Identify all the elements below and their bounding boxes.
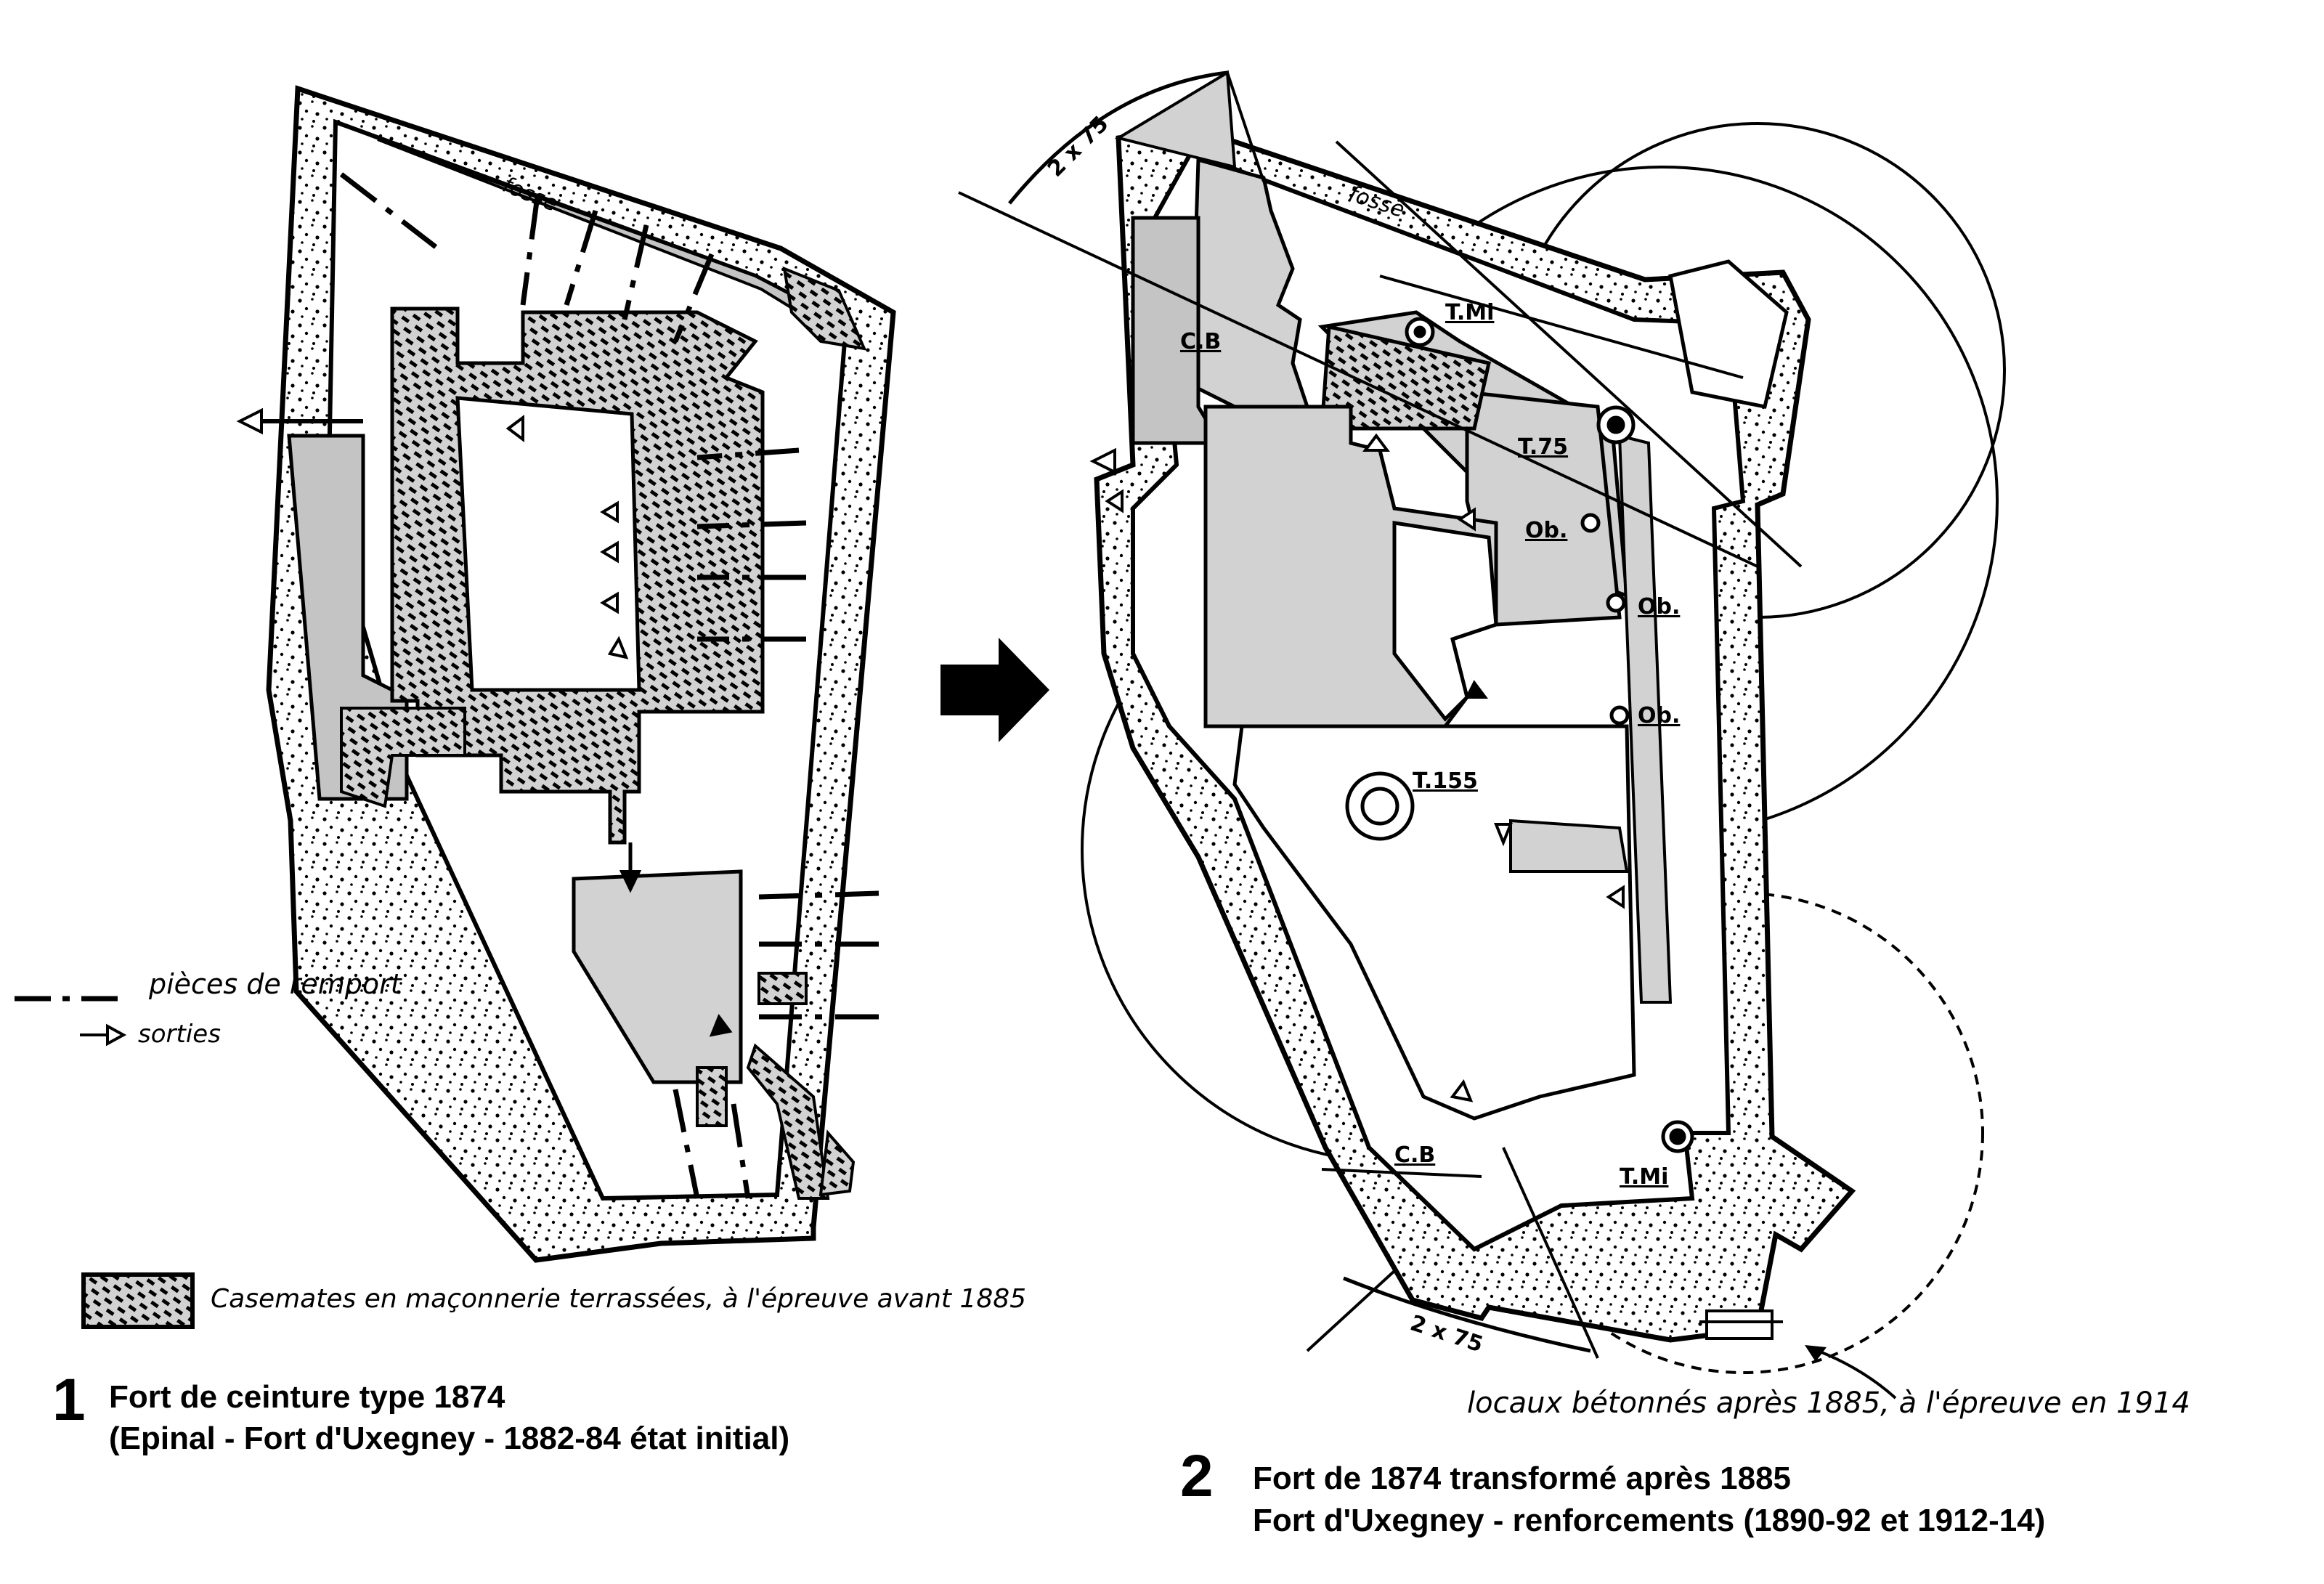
ob-2-label: Ob.: [1638, 594, 1680, 620]
turrets: [1345, 317, 1694, 1153]
caption-1-number: 1: [52, 1367, 86, 1433]
lower-grey-strip: [1509, 819, 1629, 873]
cb-bottom-label: C.B: [1394, 1142, 1435, 1168]
range-top-label: 2 x 75: [1043, 111, 1113, 182]
legend-casemate-swatch: [81, 1272, 195, 1329]
range-arc-bottom: [1343, 1276, 1591, 1353]
ob-3-label: Ob.: [1638, 703, 1680, 728]
t155-label: T.155: [1413, 768, 1478, 794]
rampart-firing-lines: [339, 172, 879, 1199]
corner-bastion-top: [782, 266, 867, 351]
tmi-top-label: T.Mi: [1445, 300, 1494, 325]
legend-locaux-text: locaux bétonnés après 1885, à l'épreuve …: [1467, 1386, 2190, 1420]
transition-arrow: [940, 638, 1049, 742]
legend-plan2: locaux bétonnés après 1885, à l'épreuve …: [1467, 1309, 2190, 1420]
legend-remport-text: pièces de remport: [148, 968, 403, 1000]
small-casemate-2: [746, 1043, 830, 1200]
legend-plan1: pièces de remport sorties Casemates en m…: [15, 968, 1026, 1329]
small-casemate-3: [696, 1066, 728, 1127]
legend-casemates-text: Casemates en maçonnerie terrassées, à l'…: [211, 1284, 1026, 1314]
lower-gallery: [340, 707, 466, 808]
small-casemate-1: [757, 972, 808, 1005]
courtyard: [455, 396, 641, 692]
caption-1-line2: (Epinal - Fort d'Uxegney - 1882-84 état …: [109, 1421, 789, 1456]
ob-2-turret: [1606, 593, 1626, 613]
legend-sorties-text: sorties: [138, 1020, 221, 1049]
caption-1-line1: Fort de ceinture type 1874: [109, 1379, 505, 1415]
exit-arrows-2: [1089, 433, 1625, 1102]
courtyard-2: [1392, 521, 1498, 722]
front-casemates: [1189, 157, 1310, 409]
sight-lines: [958, 140, 1803, 1359]
ob-1-turret: [1580, 513, 1601, 533]
range-sector-top: [1114, 70, 1237, 169]
right-tower-block: [1668, 259, 1789, 409]
range-arc-top: [1008, 70, 1228, 205]
exit-arrows: [236, 407, 733, 1037]
right-side-grey: [1617, 434, 1673, 1004]
plan-2: fosse C.B T.Mi T.75 Ob. Ob. Ob. T.155 C.…: [958, 70, 2190, 1538]
tmi-bottom-label: T.Mi: [1620, 1164, 1668, 1190]
cb-top-label: C.B: [1180, 329, 1221, 354]
legend-locaux-symbol: [1705, 1309, 1774, 1340]
corner-bastion-bottom: [818, 1129, 856, 1197]
plan-1: fosse pièces de remport sorties Casemate…: [15, 85, 1026, 1456]
ob-1-label: Ob.: [1525, 518, 1567, 543]
t75-label: T.75: [1518, 434, 1568, 460]
caption-2-number: 2: [1180, 1443, 1214, 1509]
t75-casemate-grey: [1465, 390, 1622, 627]
caption-2-line1: Fort de 1874 transformé après 1885: [1253, 1461, 1791, 1496]
hatched-block-2: [1320, 324, 1491, 431]
caption-2-line2: Fort d'Uxegney - renforcements (1890-92 …: [1253, 1503, 2045, 1538]
ob-3-turret: [1609, 705, 1630, 726]
